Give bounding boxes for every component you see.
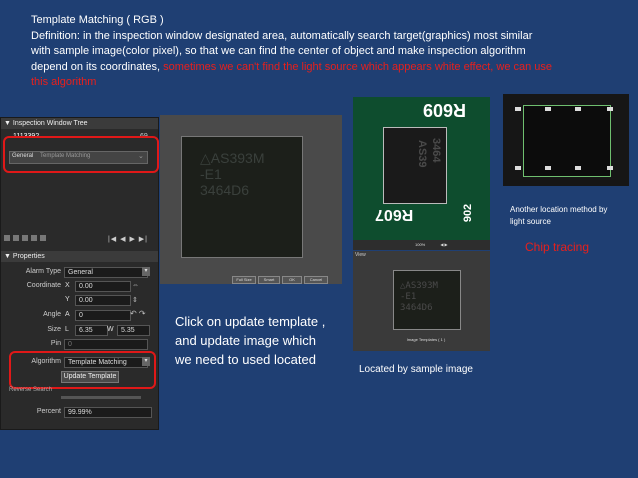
nav-arrows-icon[interactable]: |◀ ◀ ▶ ▶|: [107, 236, 148, 243]
full-size-button[interactable]: Full Size: [232, 276, 256, 284]
link-icon[interactable]: ⇔: [132, 282, 139, 289]
pcb-chip-text-2: 3464: [430, 138, 442, 163]
pcb-side-label: 902: [462, 203, 475, 223]
algorithm-select[interactable]: Template Matching: [64, 357, 148, 368]
angle-input[interactable]: 0: [75, 310, 131, 321]
angle-label: Angle: [43, 311, 61, 318]
intro-line-3a: depend on its coordinates,: [31, 60, 164, 73]
intro-text: Template Matching ( RGB ) Definition: in…: [31, 13, 591, 91]
x-key: X: [65, 282, 70, 289]
properties-title: Properties: [12, 253, 45, 260]
pin-input[interactable]: 0: [64, 339, 148, 350]
width-input[interactable]: 5.35: [117, 325, 150, 336]
alarm-type-label: Alarm Type: [25, 268, 61, 275]
w-key: W: [107, 326, 114, 333]
properties-header[interactable]: ▼ Properties: [1, 251, 158, 262]
intro-line-1: Definition: in the inspection window des…: [31, 29, 533, 42]
smart-button[interactable]: Smart: [258, 276, 280, 284]
chevron-down-icon[interactable]: ▾: [142, 357, 150, 366]
tab-general[interactable]: General: [12, 153, 34, 159]
pcb-chip-text-1: AS39: [416, 140, 428, 168]
another-method-line-2: light source: [510, 217, 551, 226]
tree-toolbar: |◀ ◀ ▶ ▶|: [4, 235, 154, 244]
tab-template-matching[interactable]: Template Matching: [40, 153, 91, 159]
percent-input[interactable]: 99.99%: [64, 407, 152, 418]
highlight-box-template: [3, 136, 159, 173]
cut-icon[interactable]: [31, 235, 37, 241]
x-input[interactable]: 0.00: [75, 281, 131, 292]
angle-key: A: [65, 311, 70, 318]
click-update-note: Click on update template , and update im…: [175, 312, 325, 369]
alarm-type-select[interactable]: General: [64, 267, 148, 278]
pcb-top-label: R609: [423, 100, 467, 120]
l-key: L: [65, 326, 69, 333]
sample-view-window: View △AS393M -E1 3464D6 Image Templates …: [353, 251, 490, 351]
located-by-sample-note: Located by sample image: [359, 364, 473, 375]
cancel-button[interactable]: Cancel: [304, 276, 328, 284]
size-label: Size: [47, 326, 61, 333]
chevron-down-icon[interactable]: ▾: [142, 267, 150, 276]
pcb-zoom-value[interactable]: 100%: [415, 242, 426, 247]
paste-icon[interactable]: [22, 235, 28, 241]
add-icon[interactable]: [4, 235, 10, 241]
click-update-line-2: and update image which: [175, 333, 316, 348]
intro-line-4: this algorithm: [31, 76, 97, 88]
intro-line-3: depend on its coordinates, sometimes we …: [31, 60, 591, 76]
chip-line-1: △AS393M: [200, 150, 265, 166]
view-label: View: [355, 252, 366, 258]
template-tab-bar[interactable]: General Template Matching ⌄: [9, 151, 148, 164]
intro-line-3b: sometimes we can't find the light source…: [163, 60, 553, 73]
pcb-chip: AS39 3464: [383, 127, 447, 204]
click-update-line-1: Click on update template ,: [175, 314, 326, 329]
y-input[interactable]: 0.00: [75, 295, 131, 306]
nav-arrows-icon[interactable]: ◀ ▶: [440, 242, 448, 247]
another-method-note: Another location method by light source: [510, 204, 607, 228]
chip-image: [181, 136, 303, 258]
chip-marking: △AS393M -E1 3464D6: [200, 150, 264, 198]
pcb-toolbar: 100% ◀ ▶: [353, 240, 490, 250]
delete-icon[interactable]: [40, 235, 46, 241]
pin-row-bottom: [511, 166, 623, 170]
intro-title: Template Matching ( RGB ): [31, 14, 164, 26]
link-icon[interactable]: ⇕: [132, 297, 138, 304]
another-method-line-1: Another location method by: [510, 205, 608, 214]
percent-label: Percent: [36, 408, 61, 415]
tree-title: Inspection Window Tree: [12, 120, 88, 127]
algorithm-label: Algorithm: [31, 358, 61, 365]
coordinate-label: Coordinate: [26, 282, 61, 289]
pcb-image: R609 AS39 3464 R607 902: [353, 97, 490, 250]
click-update-line-3: we need to used located: [175, 352, 316, 367]
chip-line-2: -E1: [200, 166, 222, 182]
reverse-search-label: Reverse Search: [9, 387, 53, 393]
ok-button[interactable]: OK: [282, 276, 302, 284]
pin-label: Pin: [50, 340, 61, 347]
sample-chip-image: △AS393M -E1 3464D6: [393, 270, 461, 330]
inspection-panel: ▼ Inspection Window Tree 1113392 69 Gene…: [0, 117, 159, 430]
traced-chip: [523, 105, 611, 177]
tree-header[interactable]: ▼ Inspection Window Tree: [1, 118, 158, 129]
length-input[interactable]: 6.35: [75, 325, 108, 336]
chip-tracing-label: Chip tracing: [525, 240, 590, 254]
reverse-search-slider[interactable]: [61, 396, 141, 399]
highlight-box-algorithm: [9, 351, 156, 389]
pcb-bottom-label: R607: [375, 206, 414, 223]
light-source-image: [503, 94, 629, 186]
copy-icon[interactable]: [13, 235, 19, 241]
rotate-icon[interactable]: ↶ ↷: [130, 309, 146, 318]
pin-row-top: [511, 107, 623, 111]
y-key: Y: [65, 296, 70, 303]
sample-caption: Image Templates ( 1 ): [406, 337, 446, 342]
chevron-down-icon[interactable]: ⌄: [138, 153, 144, 160]
intro-line-2: with sample image(color pixel), so that …: [31, 45, 526, 57]
template-preview-window: △AS393M -E1 3464D6 Full Size Smart OK Ca…: [160, 115, 342, 284]
update-template-button[interactable]: Update Template: [61, 371, 119, 383]
chip-line-3: 3464D6: [200, 182, 250, 198]
sample-chip-marking: △AS393M -E1 3464D6: [400, 281, 438, 313]
